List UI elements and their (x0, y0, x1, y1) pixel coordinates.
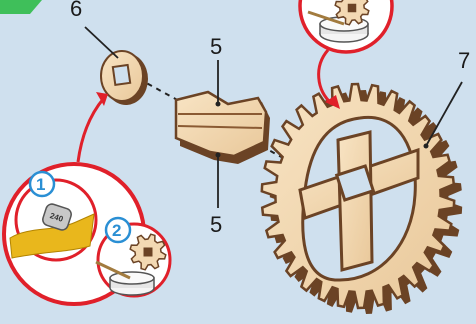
label-axle-top: 5 (210, 34, 222, 59)
gear-cross-bar-vertical (338, 132, 372, 270)
label-spacer: 6 (70, 0, 82, 21)
axle-part-5 (176, 92, 270, 164)
step-number-2: 2 (112, 221, 121, 240)
leader-line-7 (426, 82, 462, 146)
callout-arrow-spacer (78, 98, 104, 162)
leader-line-6 (85, 27, 118, 58)
step-number-1: 1 (36, 175, 45, 194)
label-gear: 7 (458, 48, 470, 73)
glue-callout-top (300, 0, 392, 52)
spacer-part-6 (101, 51, 148, 105)
instruction-callout: 240 1 2 (4, 164, 170, 304)
spacer-square-hole (113, 65, 130, 85)
label-axle-bottom: 5 (210, 212, 222, 237)
glue-pot-icon (110, 272, 154, 284)
corner-accent (0, 0, 42, 14)
gear-part-7 (262, 84, 462, 314)
